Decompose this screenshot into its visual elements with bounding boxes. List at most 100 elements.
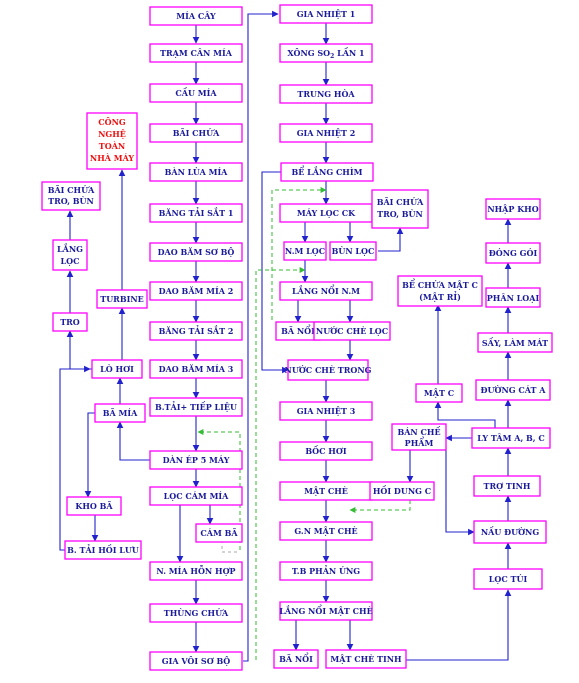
node-gia-nhiet-2-label: GIA NHIỆT 2 [297, 128, 356, 138]
node-nuoc-mia-hon-hop: N. MÍA HỖN HỢP [149, 561, 243, 581]
node-cong-nghe-toan-nha-may: CÔNG NGHỆ TOÀN NHÀ MÁY [86, 112, 138, 170]
column-juice-treatment: GIA NHIỆT 1 XÔNG SO2 LẦN 1 TRUNG HÒA GIA… [273, 4, 429, 669]
node-nhap-kho-label: NHẬP KHO [487, 204, 538, 214]
node-bun-loc-label: BÙN LỌC [332, 246, 375, 256]
node-cau-mia: CẦU MÍA [149, 83, 243, 103]
node-phan-loai-label: PHÂN LOẠI [487, 293, 540, 303]
node-nm-loc-label: N.M LỌC [285, 246, 325, 256]
node-tro: TRO [52, 312, 88, 332]
node-lang-noi-nm-label: LẮNG NỔI N.M [292, 285, 360, 296]
node-dong-goi-label: ĐÓNG GÓI [489, 248, 538, 258]
node-cau-mia-label: CẦU MÍA [175, 88, 217, 98]
node-ba-noi-2: BÃ NỔI [273, 649, 319, 669]
node-ban-che-pham-l1: BÁN CHẾ [397, 427, 440, 437]
node-mat-c: MẬT C [415, 383, 463, 403]
node-dan-ep-5-may: DÀN ÉP 5 MÁY [149, 450, 243, 470]
node-ly-tam-abc-label: LY TÂM A, B, C [477, 433, 544, 443]
node-be-lang-chim: BỂ LẮNG CHÌM [280, 162, 374, 182]
node-lo-hoi: LÒ HƠI [91, 359, 143, 379]
node-trung-hoa-label: TRUNG HÒA [297, 89, 355, 99]
node-nuoc-che-trong: NƯỚC CHÈ TRONG [285, 359, 372, 381]
node-tram-can-mia-label: TRẠM CÂN MÍA [160, 48, 233, 58]
node-bang-tai-tiep-lieu-label: B.TẢI+ TIẾP LIỆU [155, 402, 237, 412]
node-tb-phan-ung: T.B PHẢN ỨNG [279, 561, 373, 581]
node-ba-noi-2-label: BÃ NỔI [279, 653, 313, 664]
node-gn-mat-che: G.N MẬT CHÈ [279, 521, 373, 541]
node-loc-tui: LỌC TÚI [473, 568, 543, 590]
node-be-chua-mat-c: BỂ CHỨA MẬT C (MẬT RỈ) [397, 275, 483, 307]
node-loc-cam-mia-label: LỌC CÁM MÍA [164, 491, 230, 501]
node-mia-cay: MÍA CÂY [149, 6, 243, 26]
node-kho-ba-label: KHO BÃ [75, 501, 113, 511]
node-turbine: TURBINE [96, 289, 148, 309]
node-ban-che-pham: BÁN CHẾ PHẨM [391, 423, 447, 451]
node-gia-voi-so-bo: GIA VÔI SƠ BỘ [149, 651, 243, 671]
node-nm-loc: N.M LỌC [283, 241, 327, 261]
node-dao-bam-mia-3-label: DAO BĂM MÍA 3 [159, 364, 234, 374]
node-nuoc-che-trong-label: NƯỚC CHÈ TRONG [285, 365, 372, 375]
node-nhap-kho: NHẬP KHO [485, 198, 541, 220]
node-ban-lua-mia: BÀN LÙA MÍA [149, 162, 243, 182]
node-bang-tai-tiep-lieu: B.TẢI+ TIẾP LIỆU [149, 397, 243, 417]
node-gia-nhiet-1: GIA NHIỆT 1 [279, 4, 373, 24]
node-be-lang-chim-label: BỂ LẮNG CHÌM [292, 166, 363, 177]
node-say-lam-mat-label: SẤY, LÀM MÁT [482, 338, 548, 348]
node-ban-lua-mia-label: BÀN LÙA MÍA [165, 167, 229, 177]
node-mat-c-label: MẬT C [424, 388, 454, 398]
node-cong-nghe-line1: CÔNG [98, 117, 126, 127]
node-ban-che-pham-l2: PHẨM [405, 437, 434, 448]
node-mat-che-tinh-label: MẬT CHÈ TINH [330, 654, 402, 664]
node-ba-mia: BÃ MÍA [94, 403, 146, 423]
node-mat-che-tinh: MẬT CHÈ TINH [325, 649, 407, 669]
node-dao-bam-mia-2: DAO BĂM MÍA 2 [149, 281, 243, 301]
node-gia-voi-so-bo-label: GIA VÔI SƠ BỘ [162, 656, 230, 666]
node-nau-duong-label: NẤU ĐƯỜNG [481, 527, 540, 537]
connectors [59, 10, 512, 662]
node-tb-phan-ung-label: T.B PHẢN ỨNG [292, 566, 360, 576]
node-be-chua-mat-c-l2: (MẬT RỈ) [419, 292, 461, 302]
node-bang-tai-sat-2: BĂNG TẢI SẮT 2 [149, 321, 243, 341]
node-lang-noi-nm: LẮNG NỔI N.M [279, 281, 373, 301]
node-bang-tai-sat-2-label: BĂNG TẢI SẮT 2 [159, 326, 234, 336]
node-say-lam-mat: SẤY, LÀM MÁT [477, 332, 553, 353]
node-dan-ep-5-may-label: DÀN ÉP 5 MÁY [163, 455, 230, 465]
node-nuoc-che-loc-label: NƯỚC CHÈ LỌC [316, 326, 388, 336]
node-bang-tai-sat-1: BĂNG TẢI SẮT 1 [149, 203, 243, 223]
node-nau-duong: NẤU ĐƯỜNG [473, 520, 547, 544]
node-bang-tai-hoi-luu-label: B. TẢI HỒI LƯU [67, 545, 139, 555]
node-dong-goi: ĐÓNG GÓI [485, 242, 541, 264]
node-phan-loai: PHÂN LOẠI [485, 287, 541, 308]
node-hoi-dung-c: HỒI DUNG C [369, 481, 435, 501]
node-ba-mia-label: BÃ MÍA [103, 408, 138, 418]
node-ly-tam-abc: LY TÂM A, B, C [471, 427, 551, 449]
node-kho-ba: KHO BÃ [66, 496, 122, 516]
node-gia-nhiet-3: GIA NHIỆT 3 [279, 401, 373, 421]
node-gia-nhiet-3-label: GIA NHIỆT 3 [297, 406, 356, 416]
node-mat-che-label: MẬT CHÈ [304, 486, 348, 496]
node-mia-cay-label: MÍA CÂY [176, 11, 216, 21]
node-dao-bam-so-bo-label: DAO BĂM SƠ BỘ [158, 247, 235, 257]
node-may-loc-ck-label: MÁY LỌC CK [297, 208, 356, 218]
column-energy: CÔNG NGHỆ TOÀN NHÀ MÁY BÃI CHỨA TRO, BÙN… [41, 112, 148, 560]
node-ba-noi-1: BÃ NỔI [275, 321, 321, 341]
column-crystallization: BỂ CHỨA MẬT C (MẬT RỈ) MẬT C BÁN CHẾ PHẨ… [369, 198, 553, 590]
node-boc-hoi: BỐC HƠI [279, 441, 373, 461]
node-loc-tui-label: LỌC TÚI [489, 574, 528, 584]
node-lang-noi-mat-che-label: LẮNG NỔI MẬT CHÈ [279, 605, 372, 616]
node-tro-tinh-label: TRỢ TINH [484, 481, 531, 491]
node-ba-noi-1-label: BÃ NỔI [281, 325, 315, 336]
node-mat-che: MẬT CHÈ [279, 481, 373, 501]
node-bang-tai-hoi-luu: B. TẢI HỒI LƯU [64, 540, 142, 560]
node-tro-label: TRO [60, 317, 80, 327]
node-cong-nghe-line3: TOÀN [99, 141, 125, 151]
node-thung-chua: THÙNG CHỨA [149, 603, 243, 623]
node-loc-cam-mia: LỌC CÁM MÍA [149, 486, 243, 506]
node-bai-chua-tro-bun-left: BÃI CHỨA TRO, BÙN [41, 181, 101, 211]
node-bai-chua: BÃI CHỨA [149, 123, 243, 143]
node-duong-cat-a: ĐƯỜNG CÁT A [475, 379, 551, 401]
node-thung-chua-label: THÙNG CHỨA [164, 608, 229, 618]
node-dao-bam-so-bo: DAO BĂM SƠ BỘ [149, 242, 243, 262]
node-dao-bam-mia-3: DAO BĂM MÍA 3 [149, 359, 243, 379]
